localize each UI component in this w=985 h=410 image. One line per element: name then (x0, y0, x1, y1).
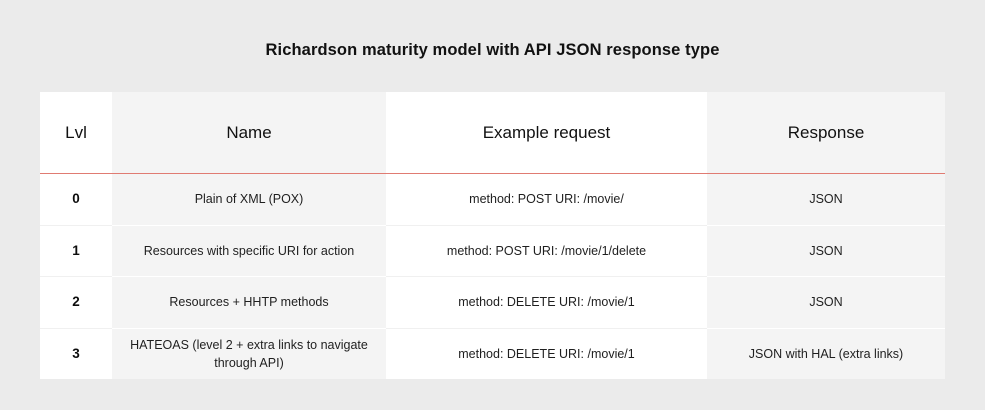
table-row: 3 HATEOAS (level 2 + extra links to navi… (40, 327, 945, 379)
table-row: 0 Plain of XML (POX) method: POST URI: /… (40, 173, 945, 225)
cell-name: Resources + HHTP methods (112, 276, 386, 328)
cell-example: method: DELETE URI: /movie/1 (386, 327, 707, 379)
table-body: 0 Plain of XML (POX) method: POST URI: /… (40, 173, 945, 379)
column-header-lvl: Lvl (40, 92, 112, 174)
cell-name: Plain of XML (POX) (112, 173, 386, 225)
cell-response: JSON with HAL (extra links) (707, 327, 945, 379)
cell-example: method: DELETE URI: /movie/1 (386, 276, 707, 328)
column-header-example: Example request (386, 92, 707, 174)
column-header-response: Response (707, 92, 945, 174)
table-row: 1 Resources with specific URI for action… (40, 224, 945, 277)
richardson-maturity-table: Lvl Name Example request Response 0 Plai… (40, 92, 945, 379)
cell-example: method: POST URI: /movie/1/delete (386, 224, 707, 277)
cell-lvl: 0 (40, 173, 112, 225)
cell-response: JSON (707, 276, 945, 328)
cell-lvl: 2 (40, 276, 112, 328)
table-row: 2 Resources + HHTP methods method: DELET… (40, 276, 945, 328)
column-header-name: Name (112, 92, 386, 174)
cell-name: HATEOAS (level 2 + extra links to naviga… (112, 327, 386, 379)
cell-lvl: 3 (40, 327, 112, 379)
cell-response: JSON (707, 224, 945, 277)
cell-example: method: POST URI: /movie/ (386, 173, 707, 225)
table-header-row: Lvl Name Example request Response (40, 92, 945, 174)
cell-lvl: 1 (40, 224, 112, 277)
page-title: Richardson maturity model with API JSON … (265, 41, 720, 59)
table-header: Lvl Name Example request Response (40, 92, 945, 174)
cell-response: JSON (707, 173, 945, 225)
cell-name: Resources with specific URI for action (112, 224, 386, 277)
